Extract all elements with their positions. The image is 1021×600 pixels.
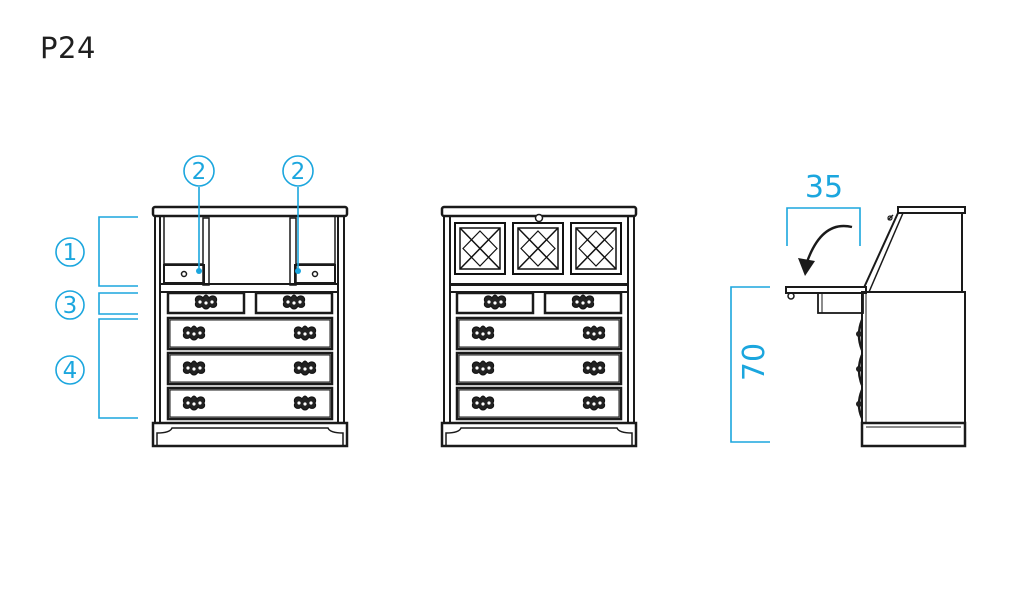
callout-2b: 2	[282, 155, 314, 187]
callout-1: 1	[55, 237, 85, 267]
callout-2b-label: 2	[291, 159, 306, 185]
depth-dimension-label: 35	[805, 170, 843, 205]
callout-4-label: 4	[63, 358, 78, 384]
callout-3-label: 3	[63, 293, 78, 319]
callout-annotations	[98, 187, 299, 419]
front-view-open	[151, 205, 349, 448]
callout-2a: 2	[183, 155, 215, 187]
height-dimension-label: 70	[737, 343, 772, 381]
dimension-lines	[730, 207, 861, 443]
callout-3: 3	[55, 290, 85, 320]
swing-arrow	[798, 224, 853, 276]
front-view-closed	[440, 205, 638, 448]
callout-2b-dot	[295, 268, 301, 274]
callout-2a-label: 2	[192, 159, 207, 185]
front-view-closed-panels	[454, 222, 622, 275]
page-title: P24	[40, 31, 96, 65]
callout-1-label: 1	[63, 240, 78, 266]
callout-4: 4	[55, 355, 85, 385]
callout-2a-dot	[196, 268, 202, 274]
side-view	[785, 206, 967, 448]
